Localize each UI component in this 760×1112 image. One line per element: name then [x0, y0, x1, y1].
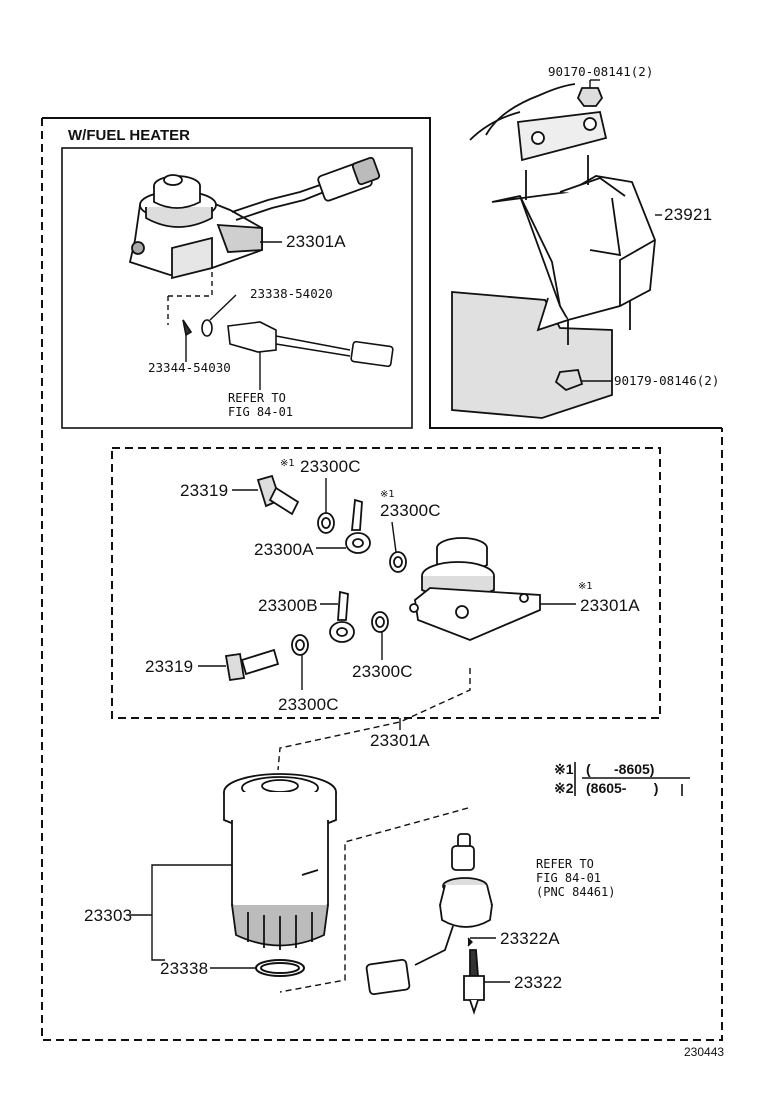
heater-gasket-part-number: 23338-54020	[250, 286, 333, 301]
sensor-gasket-part-number: 23322A	[500, 929, 560, 948]
filter-cartridge-illustration	[223, 773, 337, 950]
water-sensor-illustration	[365, 833, 494, 1015]
bolt-bottom-part-number: 23319	[145, 657, 194, 676]
filter-part-number: 23303	[84, 906, 133, 925]
bracket-nut-part-number: 90179-08146(2)	[614, 373, 720, 388]
legend-mark-1: ※1	[554, 761, 574, 777]
bracket-part-number: 23921	[664, 205, 713, 224]
lower-leader-lines	[130, 864, 510, 983]
heater-box-frame	[61, 147, 413, 429]
bracket-leader-lines	[582, 79, 662, 382]
washer-bottom-part-number: 23300C	[278, 695, 339, 714]
sensor-refer-note: REFER TO FIG 84-01 (PNC 84461)	[536, 857, 616, 899]
assembly-dashed-guides	[277, 668, 471, 993]
washer-mid-part-number: 23300C	[380, 501, 441, 520]
legend-mark-2: ※2	[554, 780, 574, 796]
washer-right-part-number: 23300C	[352, 662, 413, 681]
filter-head-mark: ※1	[578, 581, 593, 592]
filter-head-assy-part-number: 23301A	[370, 731, 430, 750]
filter-head-part-number: 23301A	[580, 596, 640, 615]
oring-part-number: 23338	[160, 959, 209, 978]
legend-brackets	[574, 762, 690, 796]
fuel-heater-head-illustration	[128, 156, 381, 280]
bolt-top-part-number: 23319	[180, 481, 229, 500]
legend-range-1: ( -8605)	[586, 761, 655, 777]
heater-leader-lines	[185, 241, 282, 390]
heater-sensor-illustration	[182, 319, 394, 368]
heater-dashed-guides	[167, 270, 213, 325]
washer-mid-mark: ※1	[380, 489, 395, 500]
washer-top-part-number: 23300C	[300, 457, 361, 476]
heater-clip-part-number: 23344-54030	[148, 360, 231, 375]
sensor-part-number: 23322	[514, 973, 563, 992]
exploded-leader-lines	[198, 478, 576, 690]
union-a-part-number: 23300A	[254, 540, 314, 559]
heater-head-part-number: 23301A	[286, 232, 346, 251]
legend-range-2: (8605- )	[586, 780, 659, 796]
exploded-box-frame	[111, 447, 661, 719]
bracket-bolt-part-number: 90170-08141(2)	[548, 64, 654, 79]
union-b-part-number: 23300B	[258, 596, 318, 615]
washer-top-mark: ※1	[280, 458, 295, 469]
outer-frame	[41, 117, 723, 1041]
bracket-illustration	[451, 83, 656, 419]
figure-number: 230443	[684, 1045, 725, 1059]
filter-oring-illustration	[255, 959, 305, 977]
heater-box-title: W/FUEL HEATER	[68, 127, 190, 144]
exploded-parts-illustration	[224, 474, 541, 682]
heater-refer-note: REFER TO FIG 84-01	[228, 391, 294, 419]
